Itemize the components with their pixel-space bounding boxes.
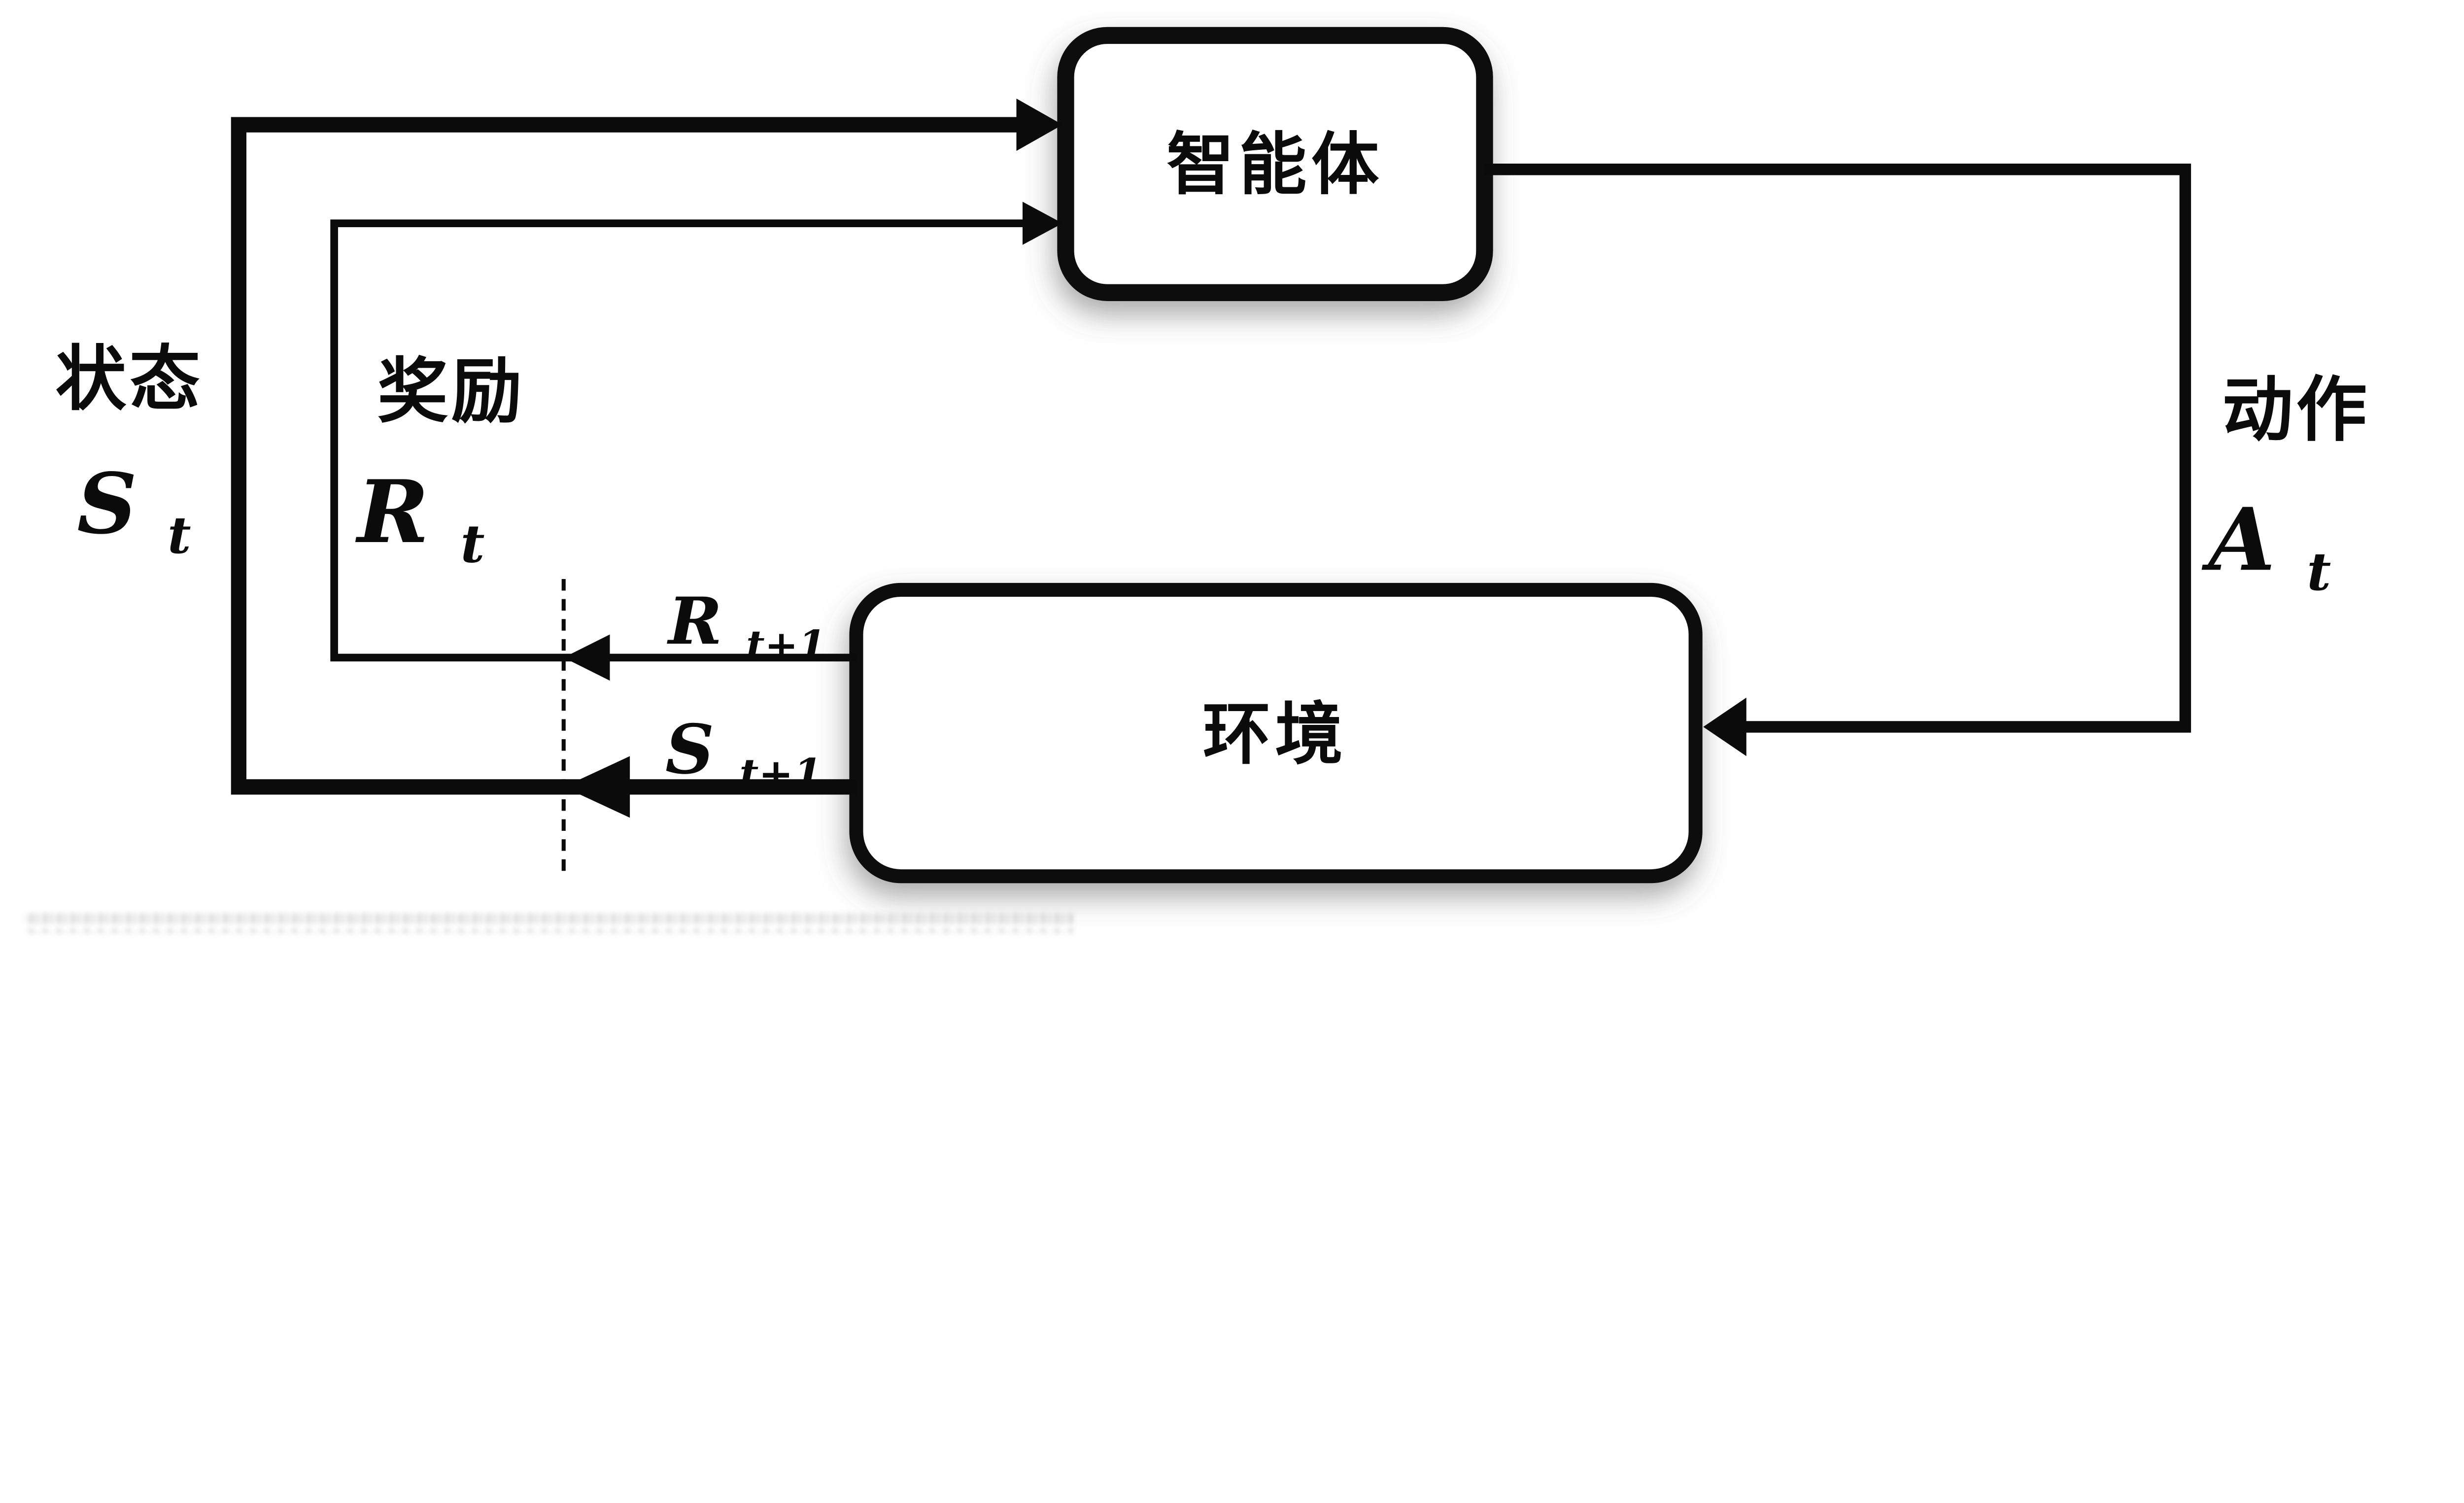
reward-label: 奖励	[377, 353, 525, 432]
next-reward-symbol: R t+1	[666, 583, 826, 669]
state-symbol-base: S	[77, 455, 137, 552]
action-path	[1484, 164, 2191, 733]
reward-into-agent-arrowhead	[1023, 202, 1063, 245]
reward-symbol-subscript: t	[461, 513, 485, 575]
next-state-symbol-base: S	[665, 710, 714, 789]
action-symbol-subscript: t	[2307, 541, 2331, 603]
state-loop-path	[231, 117, 1023, 795]
rl-loop-diagram: 智能体 环境 状态 S t 奖励 R t 动作 A t R t+1 S t+1	[25, 27, 2370, 933]
state-symbol-subscript: t	[168, 506, 191, 565]
reward-symbol-base: R	[355, 462, 429, 563]
state-symbol: S t	[77, 455, 191, 565]
agent-label: 智能体	[1166, 127, 1384, 203]
cropped-text-remnant	[25, 913, 1075, 933]
reward-symbol: R t	[355, 462, 485, 575]
next-reward-symbol-base: R	[666, 583, 722, 659]
action-label: 动作	[2222, 372, 2370, 450]
next-reward-symbol-subscript: t+1	[746, 622, 826, 669]
next-state-arrowhead	[563, 756, 630, 818]
next-state-symbol: S t+1	[665, 710, 822, 798]
action-into-environment-arrowhead	[1703, 697, 1746, 756]
action-symbol: A t	[2201, 489, 2331, 603]
environment-label: 环境	[1203, 697, 1348, 773]
state-into-agent-arrowhead	[1016, 99, 1063, 151]
next-reward-arrowhead	[563, 634, 610, 681]
next-state-symbol-subscript: t+1	[739, 750, 822, 798]
environment-box	[849, 582, 1703, 884]
action-symbol-base: A	[2201, 489, 2275, 590]
state-label: 状态	[56, 341, 204, 419]
